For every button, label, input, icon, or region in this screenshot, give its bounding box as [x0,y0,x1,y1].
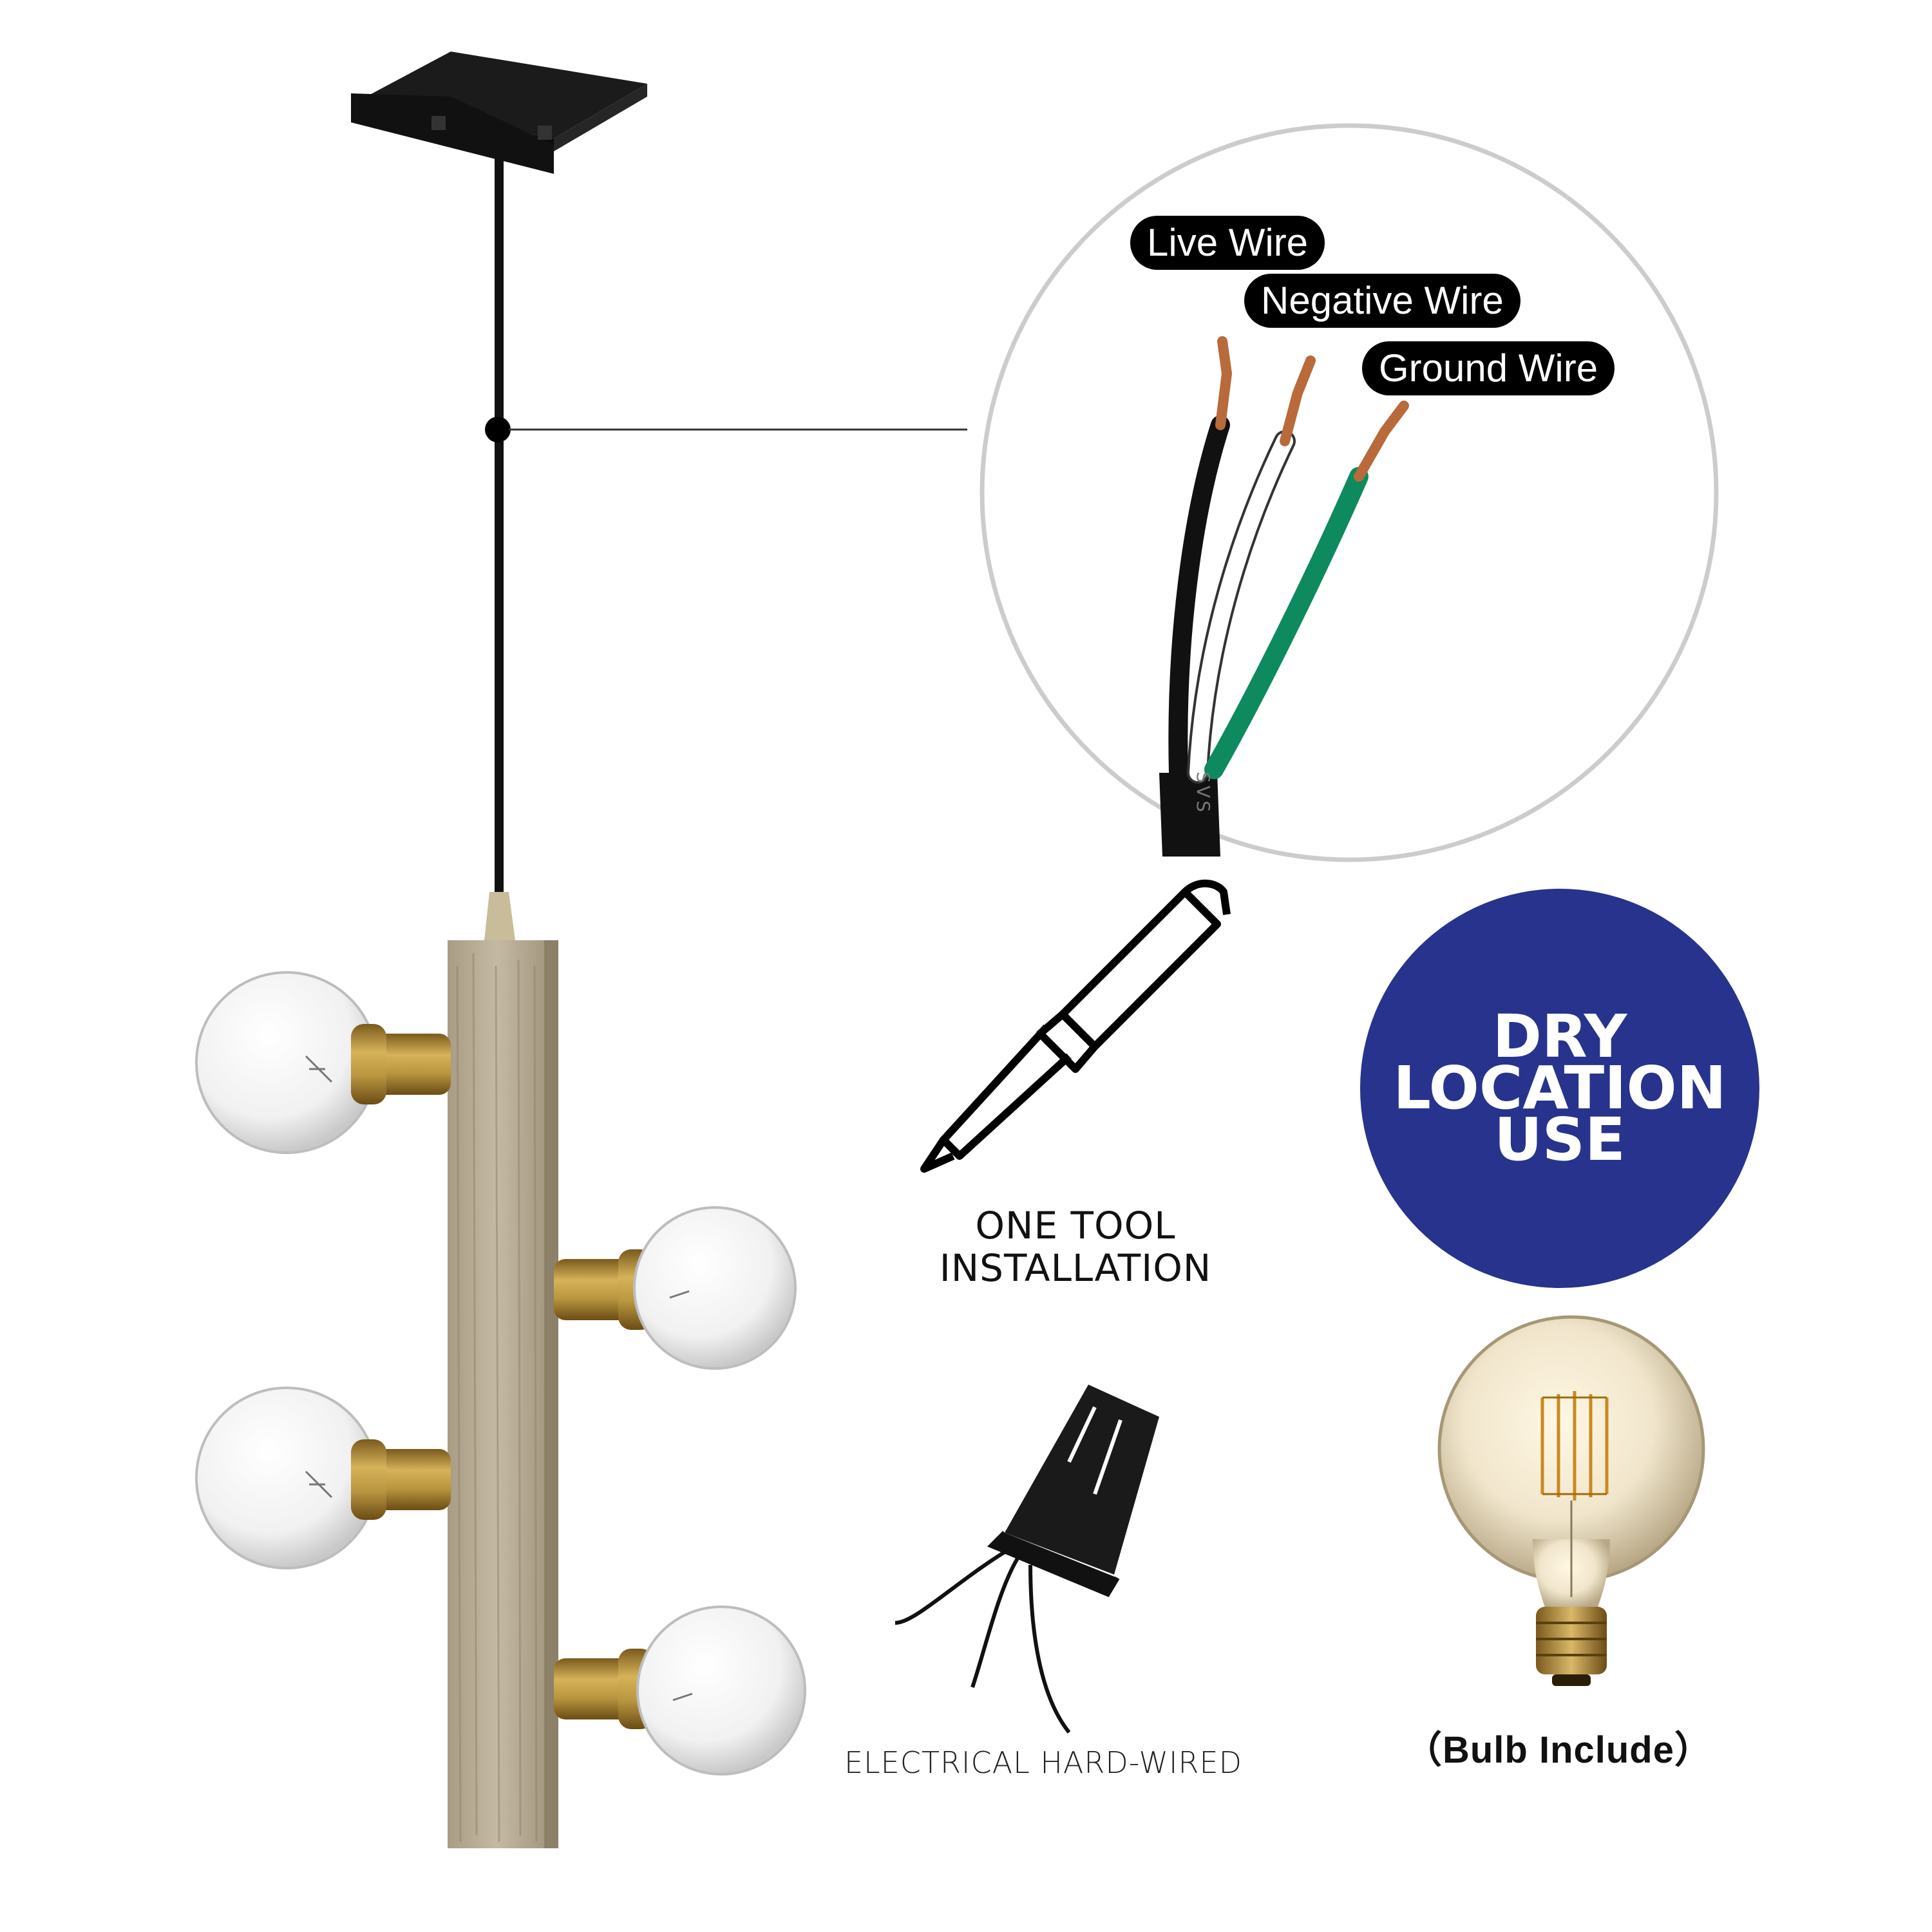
wire-nut-icon [895,1385,1159,1734]
cable-marking: SVS [1192,772,1214,815]
dry-location-badge: DRY LOCATION USE [1360,889,1759,1288]
edison-bulb-icon [1437,1315,1705,1686]
wood-fixture-body [448,892,558,1848]
fixture-bulb-2 [554,1206,797,1370]
tool-caption-line2: INSTALLATION [939,1246,1212,1290]
badge-line2: LOCATION [1393,1054,1727,1122]
badge-line1: DRY [1492,1002,1627,1071]
tool-caption-line1: ONE TOOL [975,1204,1176,1247]
fixture-bulb-1 [195,971,451,1154]
negative-wire-label: Negative Wire [1244,274,1520,328]
fixture-bulb-4 [554,1605,806,1776]
badge-line3: USE [1494,1105,1625,1174]
bulb-included-caption: （Bulb Include） [1404,1729,1712,1771]
tool-caption: ONE TOOL INSTALLATION [876,1204,1275,1289]
hard-wired-caption: ELECTRICAL HARD-WIRED [844,1745,1242,1780]
screwdriver-icon [920,879,1231,1173]
live-wire-label: Live Wire [1130,216,1325,270]
wire-detail-inset [980,123,1719,862]
ground-wire-label: Ground Wire [1362,341,1615,395]
fixture-bulb-3 [195,1387,451,1569]
cord-callout-dot [485,417,511,442]
